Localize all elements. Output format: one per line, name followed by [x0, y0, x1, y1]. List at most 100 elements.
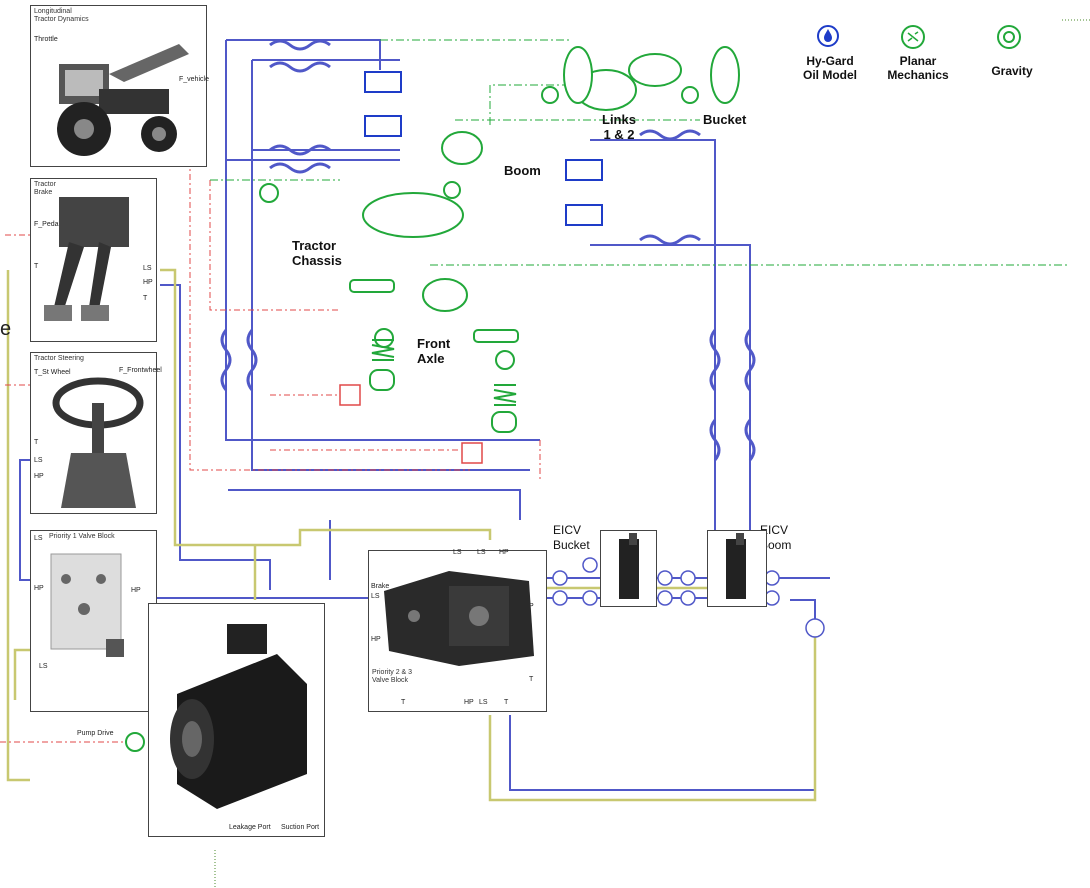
- body: [474, 330, 518, 342]
- port-label: LS: [453, 549, 462, 556]
- pressure-sensor: [806, 619, 824, 637]
- sensor: [340, 385, 360, 405]
- priority1-valve-block[interactable]: Priority 1 Valve Block LS HP HP LS: [30, 530, 157, 712]
- valve-block-23-image: [379, 561, 539, 666]
- pressure-sensor: [658, 571, 672, 585]
- port-label: HP: [499, 549, 509, 556]
- port-label: LS: [479, 699, 488, 706]
- port-label: T: [34, 263, 38, 270]
- eicv-bucket-valve[interactable]: [600, 530, 657, 607]
- port-label: T: [529, 676, 533, 683]
- pressure-sensor: [553, 591, 567, 605]
- hose: [270, 63, 330, 71]
- hose: [640, 236, 700, 244]
- sensor: [462, 443, 482, 463]
- pressure-sensor: [681, 571, 695, 585]
- port-label: LS: [34, 457, 43, 464]
- hose: [270, 164, 330, 172]
- block-title: Tractor Steering: [34, 355, 84, 363]
- hydraulic-line: [226, 40, 380, 70]
- eicv-boom-valve[interactable]: [707, 530, 767, 607]
- pressure-sensor: [553, 571, 567, 585]
- droplet-icon: [816, 24, 840, 48]
- valve-block-image: [46, 549, 136, 659]
- block-title: Priority 2 & 3 Valve Block: [372, 669, 412, 685]
- valve-image: [708, 531, 766, 606]
- hose: [640, 131, 700, 139]
- port-label: T: [34, 439, 38, 446]
- tractor-image: [39, 34, 199, 159]
- links-label: Links 1 & 2: [602, 112, 636, 142]
- hydraulic-line: [510, 600, 815, 790]
- pressure-sensor: [681, 591, 695, 605]
- body: [423, 279, 467, 311]
- hydraulic-line: [590, 245, 750, 530]
- gravity-label: Gravity: [982, 64, 1042, 78]
- block-title: Longitudinal Tractor Dynamics: [34, 8, 89, 24]
- tractor-chassis-label: Tractor Chassis: [292, 238, 342, 268]
- ls-line: [15, 650, 30, 700]
- planar-mechanics-icon: [900, 24, 926, 50]
- port-label: HP: [464, 699, 474, 706]
- port-label: LS: [39, 663, 48, 670]
- cylinder: [566, 205, 602, 225]
- joint: [496, 351, 514, 369]
- pump-drive-connector: [126, 733, 144, 751]
- sensors: [340, 385, 482, 463]
- steering-wheel-image: [46, 373, 151, 508]
- port-label: Suction Port: [281, 824, 319, 831]
- front-axle-label: Front Axle: [417, 336, 450, 366]
- joint: [542, 87, 558, 103]
- body: [492, 412, 516, 432]
- hose: [270, 41, 330, 49]
- pressure-sensor: [583, 591, 597, 605]
- hydraulic-line: [228, 490, 520, 520]
- pressure-sensor: [765, 571, 779, 585]
- pressure-sensor: [583, 558, 597, 572]
- joint: [260, 184, 278, 202]
- body: [629, 54, 681, 86]
- joint: [682, 87, 698, 103]
- port-label: LS: [34, 535, 43, 542]
- joint: [444, 182, 460, 198]
- spring: [494, 385, 516, 405]
- body: [711, 47, 739, 103]
- bucket-label: Bucket: [703, 112, 746, 127]
- boom-label: Boom: [504, 163, 541, 178]
- priority23-valve-block[interactable]: Priority 2 & 3 Valve Block LS LS HP Brak…: [368, 550, 547, 712]
- valve-image: [601, 531, 656, 606]
- body: [442, 132, 482, 164]
- body: [370, 370, 394, 390]
- pressure-sensor: [765, 591, 779, 605]
- cropped-text-glyph: e: [0, 318, 11, 341]
- planar-mechanics-label: Planar Mechanics: [878, 54, 958, 82]
- port-label: Leakage Port: [229, 824, 271, 831]
- cylinder: [365, 72, 401, 92]
- cylinder: [566, 160, 602, 180]
- eicv-bucket-label: EICV Bucket: [553, 523, 590, 553]
- port-label: HP: [34, 473, 44, 480]
- longitudinal-dynamics-block[interactable]: Longitudinal Tractor Dynamics Throttle F…: [30, 5, 207, 167]
- tractor-steering-block[interactable]: Tractor Steering T_St Wheel F_Frontwheel…: [30, 352, 157, 514]
- cylinder: [365, 116, 401, 136]
- brake-pedal-image: [39, 187, 149, 337]
- block-title: Priority 1 Valve Block: [49, 533, 115, 541]
- joint: [375, 329, 393, 347]
- port-label: LS: [477, 549, 486, 556]
- port-label: T: [401, 699, 405, 706]
- hydraulic-line: [590, 140, 715, 530]
- body: [363, 193, 463, 237]
- pressure-sensor: [658, 591, 672, 605]
- tractor-brake-block[interactable]: Tractor Brake F_Pedal T LS HP T: [30, 178, 157, 342]
- body: [564, 47, 592, 103]
- port-label: HP: [34, 585, 44, 592]
- body: [350, 280, 394, 292]
- oil-model-label: Hy-Gard Oil Model: [790, 54, 870, 82]
- port-label: Pump Drive: [77, 730, 114, 737]
- pressure-sensors: [553, 558, 824, 637]
- gravity-icon: [996, 24, 1022, 50]
- port-label: T: [504, 699, 508, 706]
- pump-image: [157, 614, 317, 814]
- pump-block[interactable]: Pump Drive Leakage Port Suction Port: [148, 603, 325, 837]
